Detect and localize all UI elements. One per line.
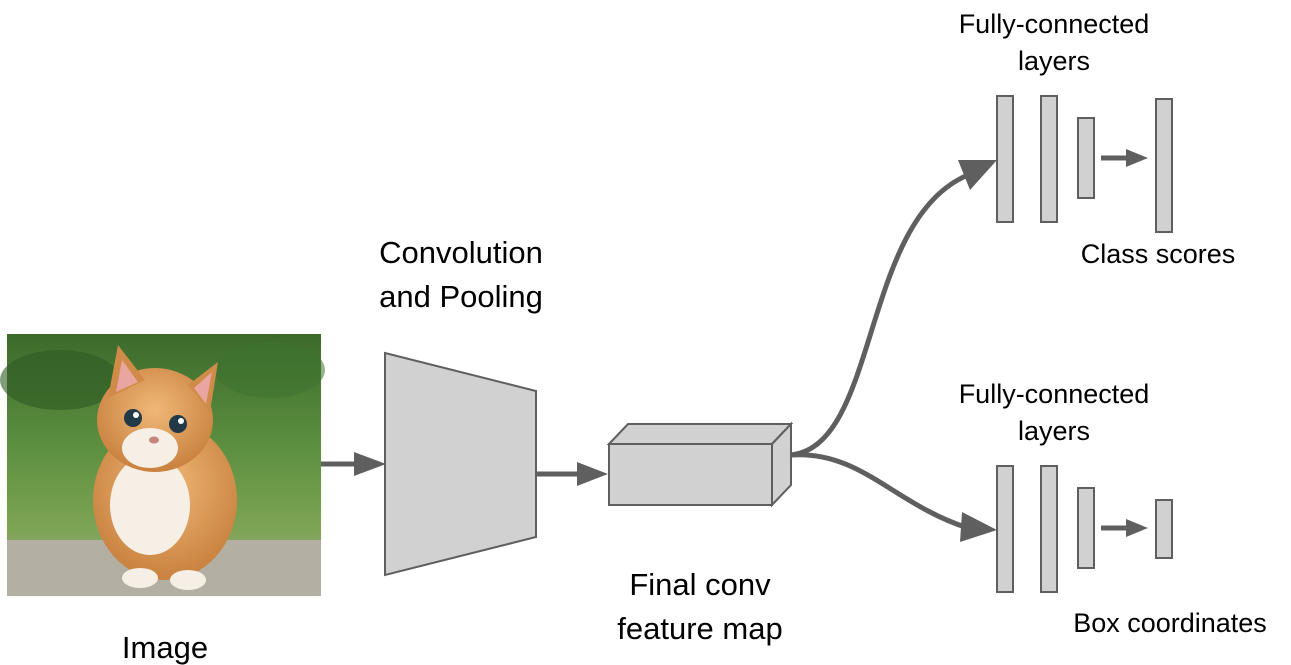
kitten-image bbox=[0, 334, 325, 596]
fc-layer-top-1 bbox=[996, 95, 1014, 223]
arrow-conv-to-feature bbox=[536, 462, 608, 486]
fc-top-label-line1: Fully-connected bbox=[959, 9, 1150, 39]
feature-label-line1: Final conv bbox=[629, 567, 771, 602]
arrow-feature-to-box-head bbox=[790, 452, 997, 542]
fc-bottom-label-line1: Fully-connected bbox=[959, 379, 1150, 409]
box-coordinates-layer bbox=[1155, 499, 1173, 559]
fc-layers-bottom bbox=[996, 465, 1173, 593]
fc-top-label-line2: layers bbox=[1018, 46, 1090, 76]
box-coordinates-label: Box coordinates bbox=[1073, 608, 1267, 638]
fc-layer-top-2 bbox=[1040, 95, 1058, 223]
fc-layer-bottom-3 bbox=[1077, 487, 1095, 569]
fc-layer-top-3 bbox=[1077, 117, 1095, 199]
fc-layers-top bbox=[996, 95, 1173, 233]
conv-pooling-block bbox=[384, 351, 537, 577]
conv-label-line1: Convolution bbox=[379, 235, 543, 270]
fc-bottom-label-line2: layers bbox=[1018, 416, 1090, 446]
feature-map-box bbox=[606, 421, 794, 508]
arrow-image-to-conv bbox=[321, 452, 386, 476]
feature-label-line2: feature map bbox=[617, 611, 782, 646]
conv-label-line2: and Pooling bbox=[379, 279, 543, 314]
class-scores-layer bbox=[1155, 98, 1173, 233]
fc-layer-bottom-2 bbox=[1040, 465, 1058, 593]
fc-layer-bottom-1 bbox=[996, 465, 1014, 593]
arrow-feature-to-class-head bbox=[790, 160, 997, 458]
class-scores-label: Class scores bbox=[1081, 239, 1236, 269]
image-label: Image bbox=[122, 630, 208, 665]
